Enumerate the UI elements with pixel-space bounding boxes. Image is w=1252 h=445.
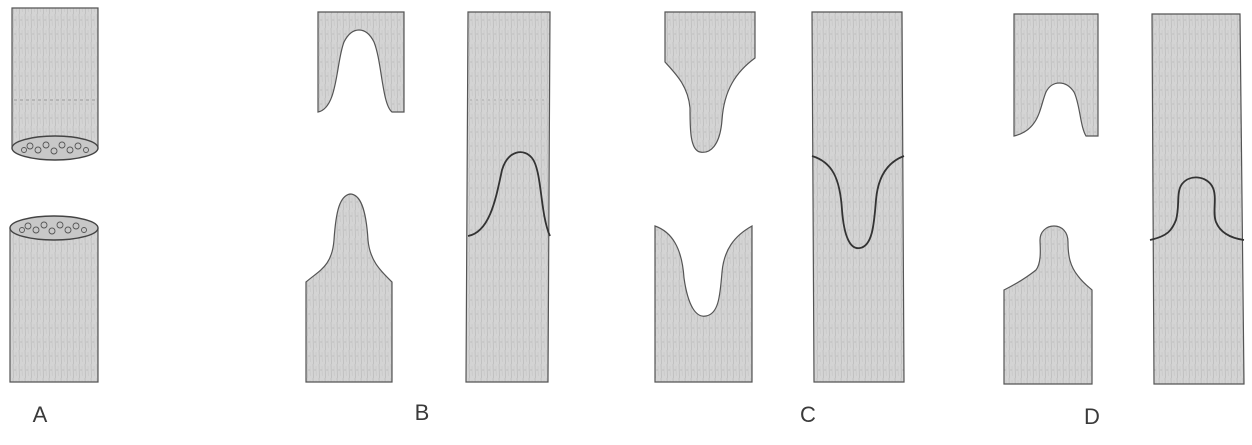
panel-b-scion <box>318 12 404 112</box>
panel-label-d: D <box>1072 404 1112 430</box>
panel-d-scion <box>1014 14 1098 136</box>
panel-d-joined-graft <box>1150 14 1244 384</box>
panel-d <box>1004 14 1244 384</box>
panel-label-b: B <box>402 400 442 426</box>
panel-a <box>10 8 98 382</box>
panel-label-a: A <box>20 402 60 428</box>
panel-c-stock <box>655 226 752 382</box>
panel-a-stock <box>10 216 98 382</box>
panel-b-joined-graft <box>466 12 550 382</box>
panel-label-c: C <box>788 402 828 428</box>
panel-c <box>655 12 904 382</box>
panel-c-scion <box>665 12 755 152</box>
panel-a-scion <box>12 8 98 160</box>
panel-b-stock <box>306 194 392 382</box>
panel-d-stock <box>1004 226 1092 384</box>
panel-b <box>306 12 550 382</box>
panel-c-joined-graft <box>812 12 904 382</box>
